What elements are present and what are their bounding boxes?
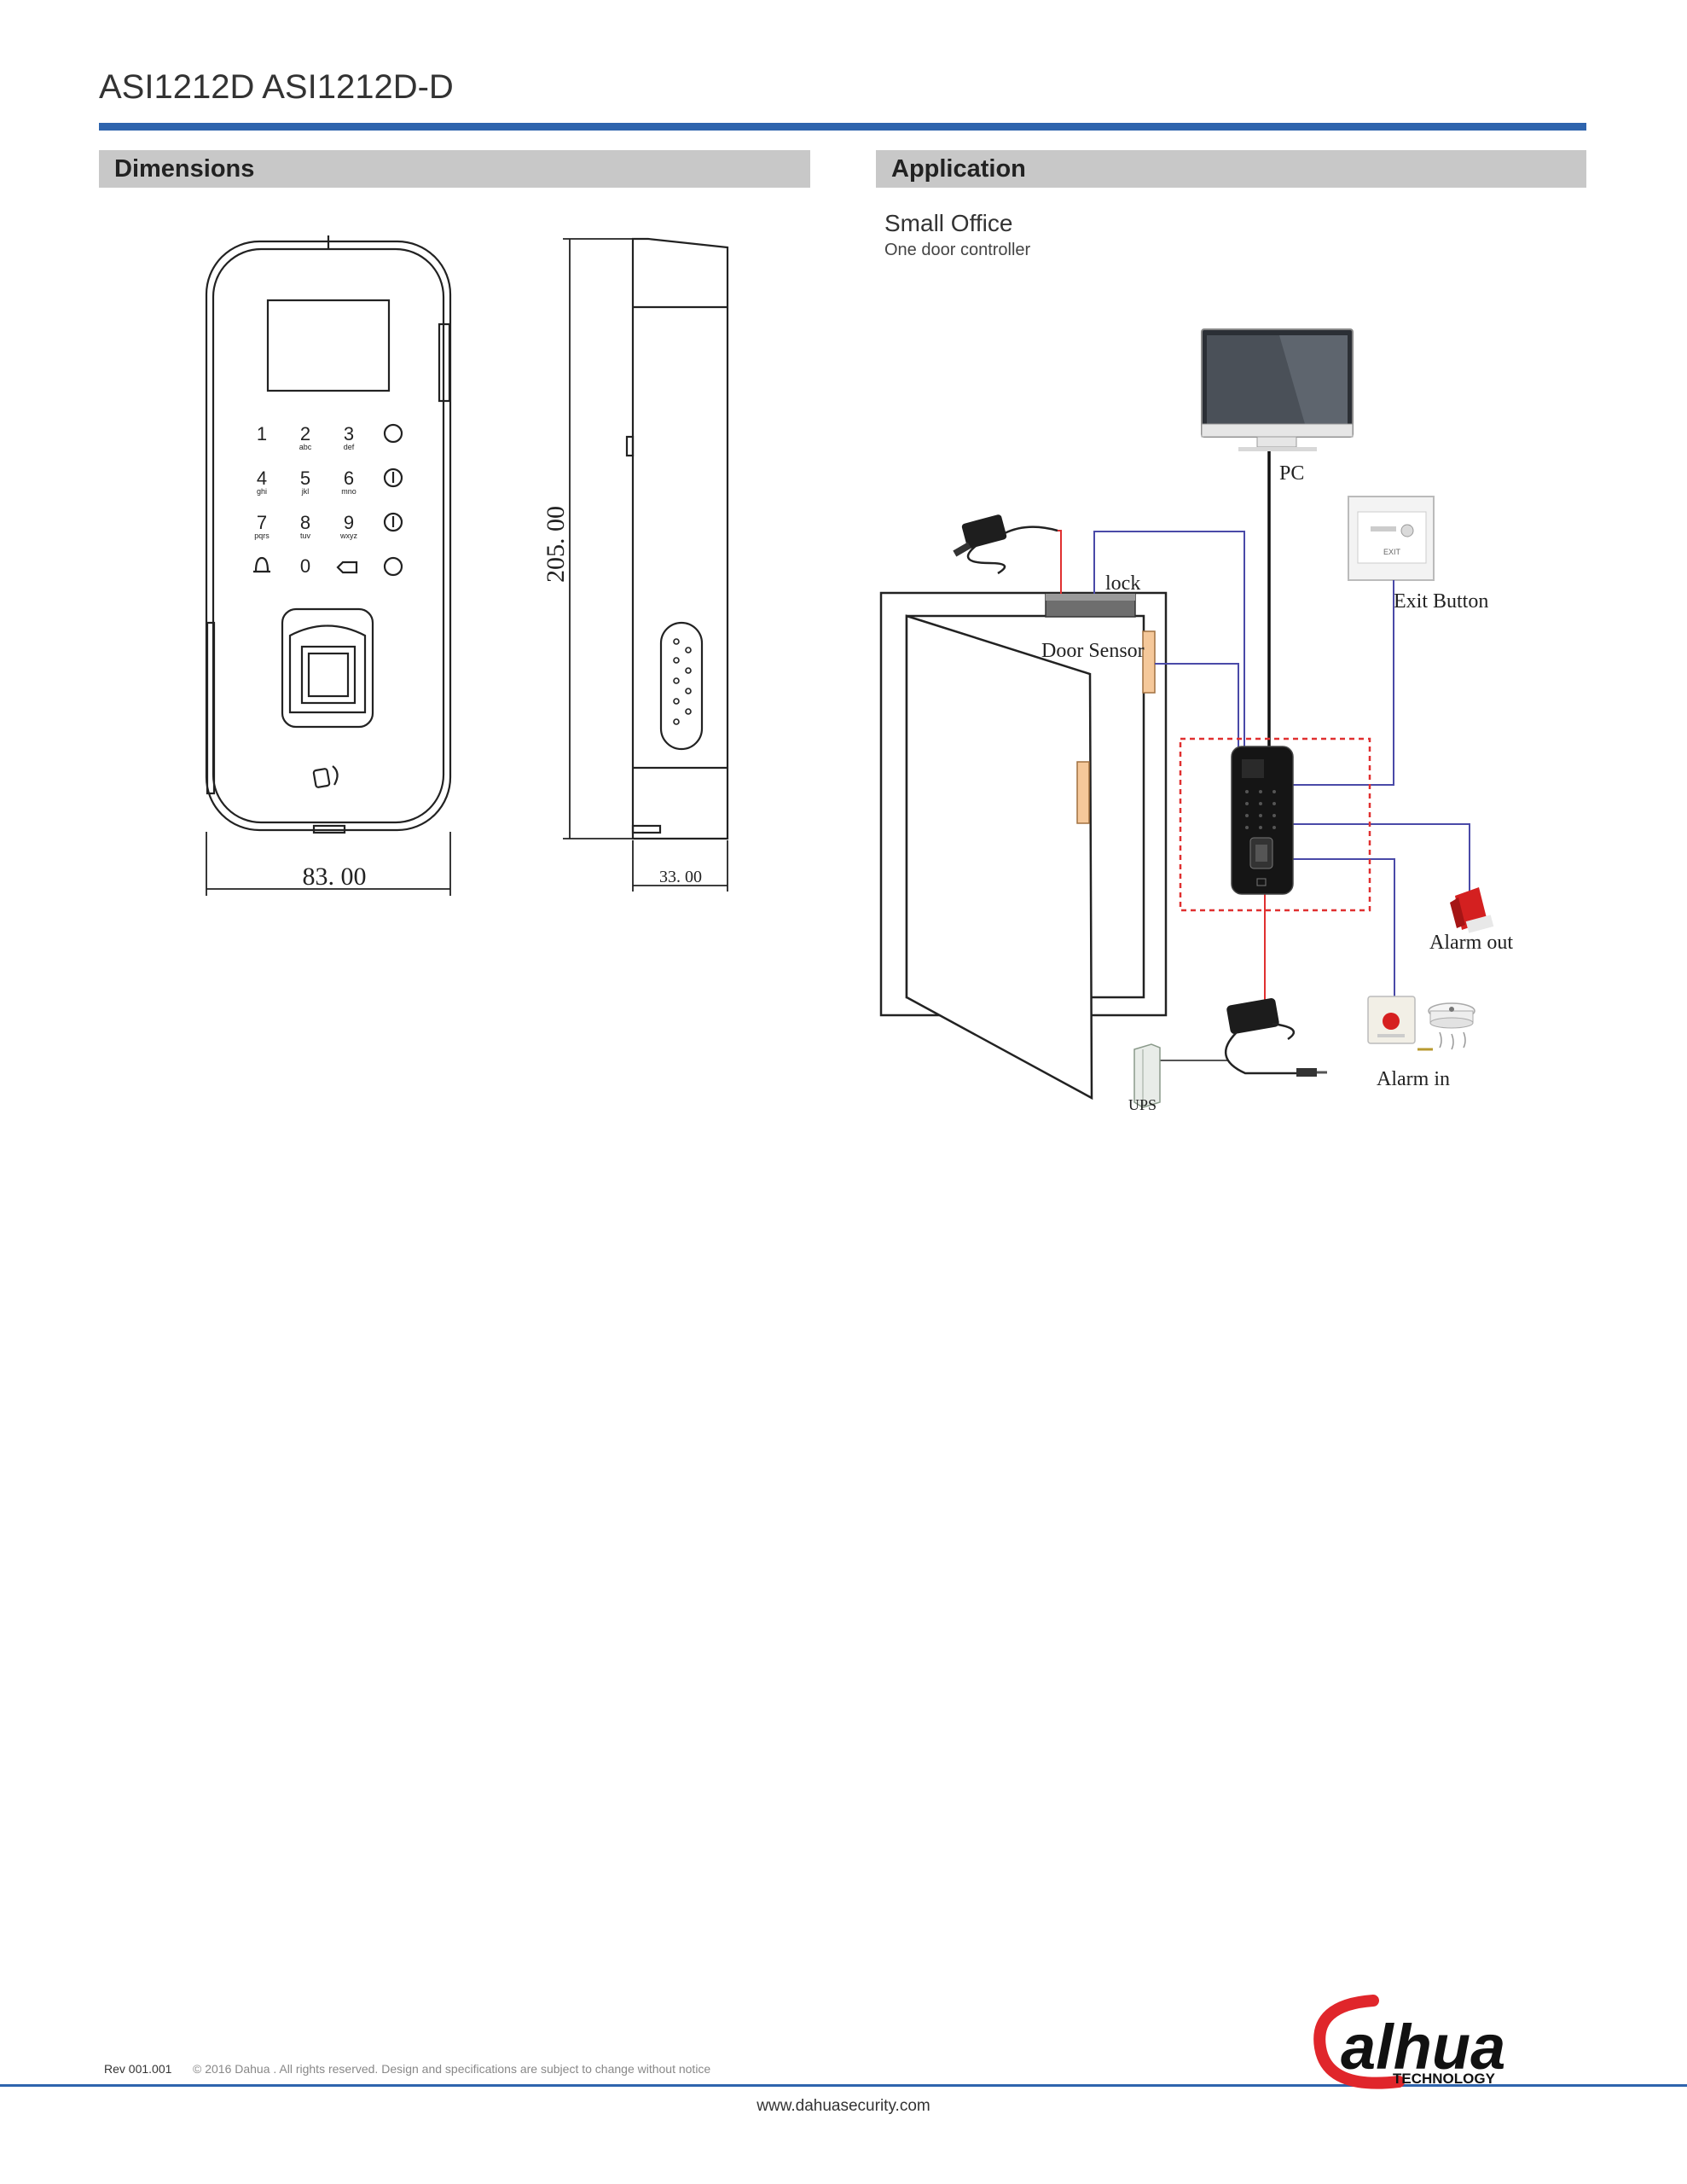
footer-url[interactable]: www.dahuasecurity.com — [757, 2097, 930, 2115]
key-7: 7 — [257, 512, 267, 533]
device-bottom-mark — [312, 824, 346, 834]
ok-key-icon — [383, 556, 403, 577]
card-reader-wave-icon — [332, 765, 339, 786]
door-sensor — [1142, 630, 1156, 694]
key-5: 5 — [300, 468, 310, 489]
exit-plate-label: EXIT — [1383, 548, 1401, 556]
key-4: 4 — [257, 468, 267, 489]
power-adapter-top — [953, 514, 1058, 575]
device-screen — [266, 299, 391, 392]
pc-label: PC — [1279, 462, 1304, 485]
key-6-sub: mno — [341, 487, 357, 496]
section-application: Application — [876, 150, 1586, 188]
smoke-detector-device — [1417, 1002, 1475, 1051]
device-side-outline — [631, 237, 729, 840]
footer-revision: Rev 001.001 — [104, 2062, 172, 2076]
title-rule — [99, 123, 1586, 131]
exit-button-device — [1348, 496, 1435, 581]
key-8-sub: tuv — [300, 531, 311, 540]
key-1: 1 — [257, 423, 267, 444]
application-caption: One door controller — [884, 241, 1031, 259]
speaker-hole — [673, 718, 680, 725]
side-port — [625, 435, 635, 457]
magnetic-lock-top — [1046, 594, 1135, 601]
speaker-hole — [673, 657, 680, 664]
panic-button-device — [1367, 996, 1416, 1044]
section-dimensions-label: Dimensions — [114, 155, 255, 183]
speaker-hole — [685, 667, 692, 674]
device-side-strip-right — [438, 322, 451, 403]
ups-device — [1133, 1043, 1161, 1108]
door-sensor-magnet — [1076, 761, 1090, 824]
dahua-logo-mark: alhua TECHNOLOGY — [1313, 1995, 1505, 2089]
device-side-strip-left — [206, 621, 216, 795]
logo-technology: TECHNOLOGY — [1393, 2071, 1496, 2087]
width-dimension-label: 83. 00 — [303, 863, 367, 891]
speaker-hole — [673, 698, 680, 705]
section-dimensions: Dimensions — [99, 150, 810, 188]
ups-label: UPS — [1128, 1096, 1157, 1113]
down-key-icon — [383, 512, 403, 532]
fingerprint-housing — [281, 607, 374, 729]
alarm-siren — [1450, 887, 1494, 933]
menu-key-icon — [383, 423, 403, 444]
card-reader-icon — [312, 768, 331, 788]
page-title: ASI1212D ASI1212D-D — [99, 68, 454, 106]
fingerprint-bezel — [288, 624, 367, 714]
key-3: 3 — [344, 423, 354, 444]
exit-button-label: Exit Button — [1394, 590, 1488, 613]
pc-monitor — [1201, 328, 1354, 451]
application-title: Small Office — [884, 210, 1013, 236]
speaker-hole — [673, 638, 680, 645]
fingerprint-window — [307, 652, 350, 698]
access-controller — [1231, 746, 1294, 895]
speaker-hole — [685, 708, 692, 715]
bell-key-icon — [253, 556, 270, 573]
key-6: 6 — [344, 468, 354, 489]
alarm-in-label: Alarm in — [1377, 1068, 1450, 1090]
key-9: 9 — [344, 512, 354, 533]
key-5-sub: jkl — [301, 487, 310, 496]
footer-copyright: © 2016 Dahua . All rights reserved. Desi… — [193, 2062, 711, 2076]
depth-dimension-label: 33. 00 — [659, 868, 702, 886]
fingerprint-sensor — [300, 645, 357, 705]
lock-label: lock — [1105, 572, 1140, 595]
key-2-sub: abc — [299, 443, 312, 451]
key-0: 0 — [300, 555, 310, 577]
door-sensor-label: Door Sensor — [1041, 640, 1145, 662]
speaker-grille — [659, 621, 704, 751]
key-4-sub: ghi — [257, 487, 267, 496]
speaker-hole — [673, 677, 680, 684]
logo-wordmark: alhua — [1341, 2012, 1505, 2082]
controller-box — [1179, 737, 1371, 912]
key-7-sub: pqrs — [254, 531, 270, 540]
key-2: 2 — [300, 423, 310, 444]
up-key-icon — [383, 468, 403, 488]
alarm-out-label: Alarm out — [1429, 932, 1513, 954]
key-8: 8 — [300, 512, 310, 533]
power-adapter-bottom — [1224, 998, 1327, 1077]
section-application-label: Application — [891, 155, 1026, 183]
speaker-hole — [685, 647, 692, 653]
backspace-key-icon — [336, 561, 358, 574]
speaker-hole — [685, 688, 692, 694]
door-leaf — [905, 614, 1093, 1101]
height-dimension-label: 205. 00 — [542, 506, 570, 583]
wires — [1058, 530, 1470, 1061]
side-bottom-tab — [631, 824, 662, 834]
key-9-sub: wxyz — [339, 531, 357, 540]
footer-rule — [0, 2084, 1687, 2087]
key-3-sub: def — [344, 443, 355, 451]
